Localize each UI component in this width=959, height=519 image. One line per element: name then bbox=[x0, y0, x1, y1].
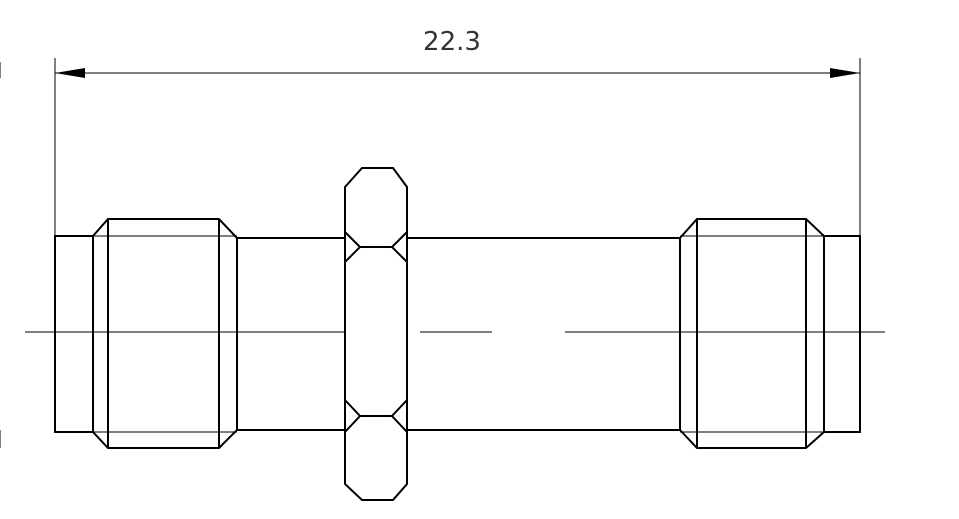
left-end-body bbox=[54, 218, 238, 449]
arrowhead-right bbox=[830, 68, 860, 78]
left-shaft bbox=[237, 237, 345, 431]
hex-panel-nut bbox=[344, 167, 408, 501]
right-coupling-nut bbox=[679, 218, 825, 449]
left-coupling-nut bbox=[92, 218, 238, 449]
right-shaft bbox=[407, 237, 680, 431]
arrowhead-left bbox=[55, 68, 85, 78]
dimension-value: 22.3 bbox=[423, 27, 481, 57]
right-end-body bbox=[679, 218, 861, 449]
overall-length-dimension: 22.3 bbox=[54, 27, 861, 236]
